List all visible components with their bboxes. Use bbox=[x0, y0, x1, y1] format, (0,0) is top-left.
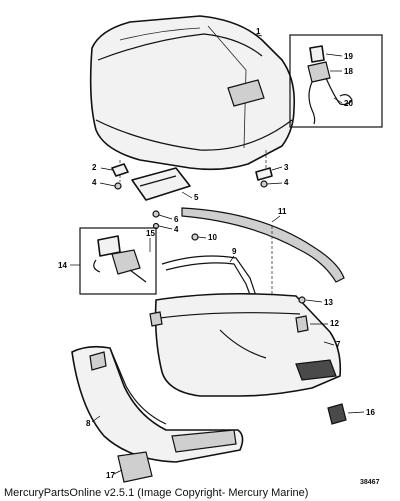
loose-parts bbox=[117, 403, 347, 483]
callout-4-right: 4 bbox=[284, 178, 289, 187]
callout-4-left: 4 bbox=[92, 178, 97, 187]
callout-9: 9 bbox=[232, 247, 237, 256]
callout-15: 15 bbox=[146, 229, 155, 238]
callout-13: 13 bbox=[324, 298, 333, 307]
top-cowl bbox=[89, 15, 296, 182]
cowl-latch-bracket bbox=[111, 163, 273, 230]
callout-16: 16 bbox=[366, 408, 375, 417]
latch-inset bbox=[79, 227, 157, 295]
callout-19: 19 bbox=[344, 52, 353, 61]
electrical-inset bbox=[289, 34, 383, 128]
drawing-number: 38467 bbox=[360, 479, 380, 486]
callout-2: 2 bbox=[92, 163, 97, 172]
lower-cowl-front bbox=[71, 345, 244, 463]
callout-1: 1 bbox=[256, 27, 261, 36]
callout-11: 11 bbox=[278, 207, 287, 216]
callout-18: 18 bbox=[344, 67, 353, 76]
bracket-assembly bbox=[161, 233, 257, 301]
callout-3: 3 bbox=[284, 163, 289, 172]
callout-17: 17 bbox=[106, 471, 115, 480]
callout-4-lower: 4 bbox=[174, 225, 179, 234]
callout-5: 5 bbox=[194, 193, 199, 202]
callout-7: 7 bbox=[336, 340, 341, 349]
lower-cowl-rear bbox=[149, 292, 342, 397]
callout-6: 6 bbox=[174, 215, 179, 224]
callout-20: 20 bbox=[344, 99, 353, 108]
image-caption: MercuryPartsOnline v2.5.1 (Image Copyrig… bbox=[4, 487, 309, 499]
callout-8: 8 bbox=[86, 419, 91, 428]
callout-12: 12 bbox=[330, 319, 339, 328]
callout-14: 14 bbox=[58, 261, 67, 270]
callout-10: 10 bbox=[208, 233, 217, 242]
cowl-seal-strip bbox=[181, 207, 345, 300]
callout-labels: 1 2 3 4 4 4 5 6 7 8 9 10 11 12 13 14 15 bbox=[58, 27, 375, 480]
